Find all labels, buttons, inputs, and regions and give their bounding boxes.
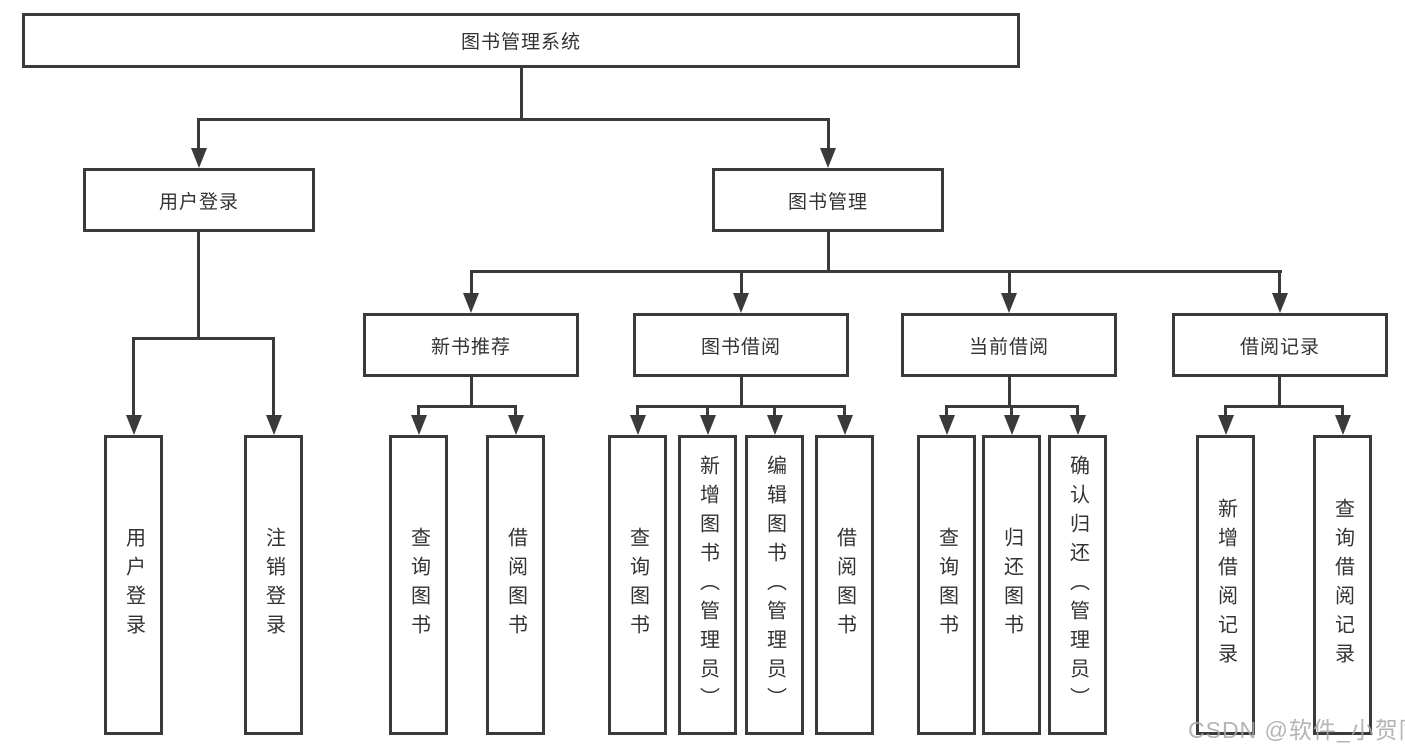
connector-recommend-hline bbox=[417, 405, 517, 408]
leaf-label: 查询借阅记录 bbox=[1331, 498, 1354, 672]
connector-leaf-stem bbox=[272, 337, 275, 415]
leaf-return-book: 归还图书 bbox=[982, 435, 1041, 735]
node-root-library-system: 图书管理系统 bbox=[22, 13, 1020, 68]
leaf-user-login: 用户登录 bbox=[104, 435, 163, 735]
node-label: 图书借阅 bbox=[700, 336, 781, 358]
leaf-label: 确认归还（管理员） bbox=[1066, 454, 1089, 716]
connector-user-login-hline bbox=[132, 337, 275, 340]
connector-book-mgmt-down bbox=[827, 232, 830, 270]
leaf-label: 编辑图书（管理员） bbox=[763, 454, 786, 716]
connector-leaf-stem bbox=[1341, 405, 1344, 417]
arrow-down-icon bbox=[1001, 293, 1017, 313]
leaf-query-borrow-record: 查询借阅记录 bbox=[1313, 435, 1372, 735]
leaf-query-book-current: 查询图书 bbox=[917, 435, 976, 735]
connector-leaf-stem bbox=[636, 405, 639, 417]
leaf-logout: 注销登录 bbox=[244, 435, 303, 735]
node-label: 用户登录 bbox=[158, 191, 239, 213]
leaf-query-book-borrow: 查询图书 bbox=[608, 435, 667, 735]
leaf-label: 归还图书 bbox=[1000, 527, 1023, 643]
leaf-edit-book-admin: 编辑图书（管理员） bbox=[745, 435, 804, 735]
connector-leaf-stem bbox=[945, 405, 948, 417]
leaf-label: 查询图书 bbox=[407, 527, 430, 643]
leaf-add-borrow-record: 新增借阅记录 bbox=[1196, 435, 1255, 735]
node-book-management: 图书管理 bbox=[712, 168, 944, 232]
node-label: 当前借阅 bbox=[968, 336, 1049, 358]
leaf-add-book-admin: 新增图书（管理员） bbox=[678, 435, 737, 735]
arrow-down-icon bbox=[700, 415, 716, 435]
connector-root-stem bbox=[520, 68, 523, 118]
node-book-borrow: 图书借阅 bbox=[633, 313, 849, 377]
leaf-label: 新增借阅记录 bbox=[1214, 498, 1237, 672]
arrow-down-icon bbox=[767, 415, 783, 435]
connector-leaf-stem bbox=[514, 405, 517, 417]
arrow-down-icon bbox=[508, 415, 524, 435]
connector-recommend-down bbox=[470, 377, 473, 405]
arrow-down-icon bbox=[1218, 415, 1234, 435]
connector-leaf-stem bbox=[843, 405, 846, 417]
connector-records-hline bbox=[1224, 405, 1344, 408]
arrow-down-icon bbox=[837, 415, 853, 435]
connector-leaf-stem bbox=[132, 337, 135, 415]
arrow-down-icon bbox=[191, 148, 207, 168]
leaf-label: 查询图书 bbox=[935, 527, 958, 643]
connector-leaf-stem bbox=[706, 405, 709, 417]
connector-leaf-stem bbox=[1076, 405, 1079, 417]
node-label: 新书推荐 bbox=[430, 336, 511, 358]
arrow-down-icon bbox=[630, 415, 646, 435]
arrow-down-icon bbox=[126, 415, 142, 435]
connector-leaf-stem bbox=[773, 405, 776, 417]
leaf-query-book-recommend: 查询图书 bbox=[389, 435, 448, 735]
connector-borrow-hline bbox=[636, 405, 846, 408]
arrow-down-icon bbox=[820, 148, 836, 168]
csdn-watermark: CSDN @软件_小贺同学 bbox=[1188, 717, 1405, 743]
arrow-down-icon bbox=[266, 415, 282, 435]
connector-user-login-stem bbox=[197, 118, 200, 148]
node-borrow-records: 借阅记录 bbox=[1172, 313, 1388, 377]
arrow-down-icon bbox=[1272, 293, 1288, 313]
node-label: 借阅记录 bbox=[1239, 336, 1320, 358]
arrow-down-icon bbox=[411, 415, 427, 435]
leaf-label: 借阅图书 bbox=[833, 527, 856, 643]
node-current-borrow: 当前借阅 bbox=[901, 313, 1117, 377]
connector-leaf-stem bbox=[1224, 405, 1227, 417]
connector-level3-stem bbox=[1008, 270, 1011, 293]
connector-level3-stem bbox=[740, 270, 743, 293]
leaf-label: 用户登录 bbox=[122, 527, 145, 643]
leaf-label: 注销登录 bbox=[262, 527, 285, 643]
connector-book-mgmt-stem bbox=[827, 118, 830, 148]
connector-records-down bbox=[1278, 377, 1281, 405]
connector-current-down bbox=[1008, 377, 1011, 405]
connector-borrow-down bbox=[740, 377, 743, 405]
connector-level3-hline bbox=[470, 270, 1282, 273]
node-label: 图书管理系统 bbox=[460, 32, 581, 53]
arrow-down-icon bbox=[939, 415, 955, 435]
arrow-down-icon bbox=[1004, 415, 1020, 435]
arrow-down-icon bbox=[463, 293, 479, 313]
node-user-login: 用户登录 bbox=[83, 168, 315, 232]
arrow-down-icon bbox=[733, 293, 749, 313]
arrow-down-icon bbox=[1070, 415, 1086, 435]
arrow-down-icon bbox=[1335, 415, 1351, 435]
node-new-book-recommend: 新书推荐 bbox=[363, 313, 579, 377]
leaf-borrow-book: 借阅图书 bbox=[815, 435, 874, 735]
connector-level3-stem bbox=[470, 270, 473, 293]
leaf-borrow-book-recommend: 借阅图书 bbox=[486, 435, 545, 735]
leaf-confirm-return-admin: 确认归还（管理员） bbox=[1048, 435, 1107, 735]
leaf-label: 新增图书（管理员） bbox=[696, 454, 719, 716]
node-label: 图书管理 bbox=[787, 191, 868, 213]
leaf-label: 查询图书 bbox=[626, 527, 649, 643]
connector-level2-hline bbox=[198, 118, 830, 121]
connector-level3-stem bbox=[1278, 270, 1281, 293]
connector-leaf-stem bbox=[1010, 405, 1013, 417]
leaf-label: 借阅图书 bbox=[504, 527, 527, 643]
connector-user-login-down bbox=[197, 232, 200, 337]
connector-leaf-stem bbox=[417, 405, 420, 417]
